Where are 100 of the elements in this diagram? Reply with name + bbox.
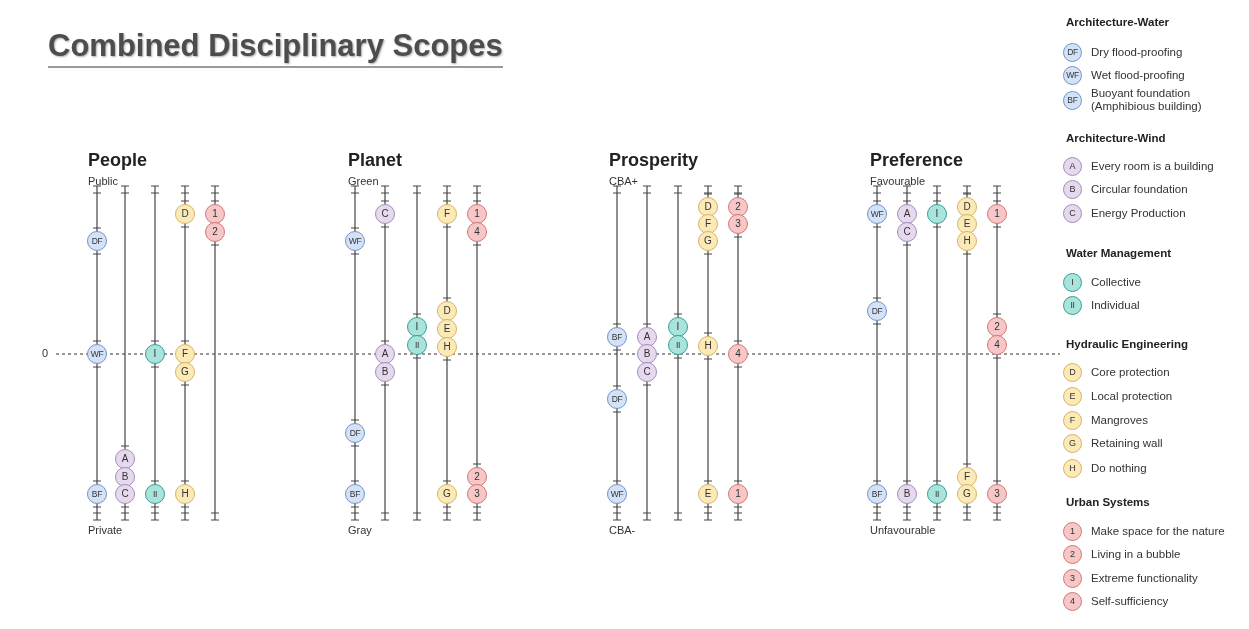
category-badge: D bbox=[698, 197, 718, 217]
category-badge: 3 bbox=[1063, 569, 1082, 588]
category-badge: 3 bbox=[728, 214, 748, 234]
zero-label: 0 bbox=[42, 347, 49, 359]
legend-text: Circular foundation bbox=[1091, 182, 1189, 196]
category-badge: BF bbox=[867, 484, 887, 504]
legend-text: Living in a bubble bbox=[1091, 547, 1182, 561]
category-badge: WF bbox=[87, 344, 107, 364]
category-badge: G bbox=[698, 231, 718, 251]
category-badge: DF bbox=[1063, 43, 1082, 62]
legend-heading: Urban Systems bbox=[1066, 496, 1150, 508]
category-badge: BF bbox=[87, 484, 107, 504]
category-badge: BF bbox=[1063, 91, 1082, 110]
legend-text: Wet flood-proofing bbox=[1091, 68, 1186, 82]
category-badge: C bbox=[375, 204, 395, 224]
category-badge: DF bbox=[345, 423, 365, 443]
category-badge: II bbox=[668, 335, 688, 355]
panel-heading: People bbox=[88, 150, 148, 171]
category-badge: WF bbox=[607, 484, 627, 504]
category-badge: A bbox=[115, 449, 135, 469]
legend-text: Buoyant foundation (Amphibious building) bbox=[1091, 87, 1203, 113]
category-badge: B bbox=[637, 344, 657, 364]
category-badge: G bbox=[175, 362, 195, 382]
category-badge: 4 bbox=[728, 344, 748, 364]
legend-text: Local protection bbox=[1091, 389, 1174, 403]
category-badge: A bbox=[375, 344, 395, 364]
category-badge: E bbox=[698, 484, 718, 504]
category-badge: 1 bbox=[728, 484, 748, 504]
category-badge: C bbox=[1063, 204, 1082, 223]
category-badge: DF bbox=[867, 301, 887, 321]
category-badge: WF bbox=[345, 231, 365, 251]
category-badge: C bbox=[115, 484, 135, 504]
axis-end-label: Gray bbox=[348, 524, 372, 536]
legend-heading: Architecture-Wind bbox=[1066, 132, 1166, 144]
category-badge: 4 bbox=[1063, 592, 1082, 611]
legend-text: Core protection bbox=[1091, 365, 1171, 379]
axis-end-label: Favourable bbox=[870, 175, 926, 187]
category-badge: E bbox=[1063, 387, 1082, 406]
category-badge: 1 bbox=[1063, 522, 1082, 541]
category-badge: II bbox=[407, 335, 427, 355]
category-badge: E bbox=[957, 214, 977, 234]
axis-end-label: Public bbox=[88, 175, 118, 187]
axis-end-label: CBA+ bbox=[609, 175, 639, 187]
title: Combined Disciplinary Scopes bbox=[48, 28, 503, 68]
category-badge: E bbox=[437, 319, 457, 339]
category-badge: 3 bbox=[987, 484, 1007, 504]
category-badge: BF bbox=[345, 484, 365, 504]
category-badge: G bbox=[1063, 434, 1082, 453]
category-badge: G bbox=[957, 484, 977, 504]
category-badge: D bbox=[175, 204, 195, 224]
category-badge: G bbox=[437, 484, 457, 504]
category-badge: I bbox=[1063, 273, 1082, 292]
category-badge: I bbox=[927, 204, 947, 224]
category-badge: D bbox=[957, 197, 977, 217]
legend-text: Dry flood-proofing bbox=[1091, 45, 1184, 59]
legend-text: Do nothing bbox=[1091, 461, 1148, 475]
category-badge: B bbox=[115, 467, 135, 487]
category-badge: I bbox=[407, 317, 427, 337]
category-badge: B bbox=[897, 484, 917, 504]
category-badge: H bbox=[698, 336, 718, 356]
category-badge: H bbox=[175, 484, 195, 504]
category-badge: II bbox=[927, 484, 947, 504]
category-badge: D bbox=[1063, 363, 1082, 382]
legend-heading: Architecture-Water bbox=[1066, 16, 1170, 28]
legend-text: Individual bbox=[1091, 298, 1141, 312]
category-badge: H bbox=[437, 337, 457, 357]
category-badge: C bbox=[637, 362, 657, 382]
category-badge: 3 bbox=[467, 484, 487, 504]
category-badge: F bbox=[698, 214, 718, 234]
category-badge: H bbox=[957, 231, 977, 251]
legend-text: Retaining wall bbox=[1091, 436, 1164, 450]
legend-text: Energy Production bbox=[1091, 206, 1187, 220]
category-badge: II bbox=[1063, 296, 1082, 315]
category-badge: F bbox=[957, 467, 977, 487]
category-badge: I bbox=[145, 344, 165, 364]
legend-text: Every room is a building bbox=[1091, 159, 1215, 173]
category-badge: II bbox=[145, 484, 165, 504]
category-badge: 2 bbox=[467, 467, 487, 487]
legend-heading: Hydraulic Engineering bbox=[1066, 338, 1189, 350]
legend-text: Make space for the nature bbox=[1091, 524, 1226, 538]
category-badge: BF bbox=[607, 327, 627, 347]
category-badge: A bbox=[897, 204, 917, 224]
category-badge: DF bbox=[87, 231, 107, 251]
axis-end-label: CBA- bbox=[609, 524, 636, 536]
category-badge: 2 bbox=[205, 222, 225, 242]
category-badge: 1 bbox=[467, 204, 487, 224]
panel-heading: Preference bbox=[870, 150, 964, 171]
category-badge: B bbox=[1063, 180, 1082, 199]
legend-text: Collective bbox=[1091, 275, 1142, 289]
category-badge: H bbox=[1063, 459, 1082, 478]
category-badge: C bbox=[897, 222, 917, 242]
legend-text: Mangroves bbox=[1091, 413, 1149, 427]
category-badge: 2 bbox=[987, 317, 1007, 337]
category-badge: WF bbox=[867, 204, 887, 224]
axis-end-label: Unfavourable bbox=[870, 524, 936, 536]
category-badge: 2 bbox=[1063, 545, 1082, 564]
category-badge: A bbox=[1063, 157, 1082, 176]
category-badge: 1 bbox=[205, 204, 225, 224]
category-badge: D bbox=[437, 301, 457, 321]
category-badge: B bbox=[375, 362, 395, 382]
